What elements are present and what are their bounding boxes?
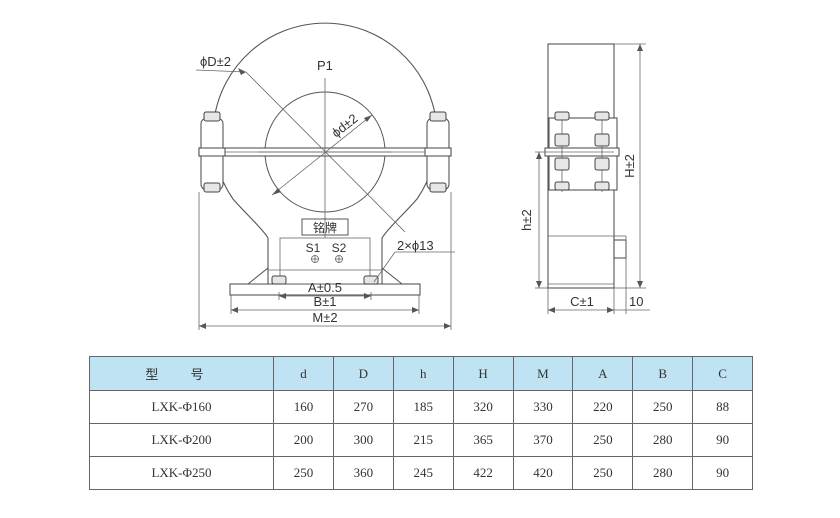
table-row: LXK-Φ200 200 300 215 365 370 250 280 90 (89, 423, 753, 457)
cell-C: 90 (692, 423, 753, 457)
dim-c-label: C±1 (570, 294, 594, 309)
cell-D: 360 (332, 456, 394, 490)
cell-model: LXK-Φ250 (89, 456, 274, 490)
table-header-row: 型 号 d D h H M A B C (89, 356, 753, 391)
table-row: LXK-Φ160 160 270 185 320 330 220 250 88 (89, 390, 753, 424)
dim-b-label: B±1 (313, 294, 336, 309)
nameplate-label: 铭牌 (313, 220, 337, 235)
cell-M: 370 (512, 423, 574, 457)
header-M: M (512, 356, 574, 391)
cell-H: 320 (452, 390, 514, 424)
header-D: D (332, 356, 394, 391)
cell-A: 250 (572, 423, 634, 457)
technical-drawing: 铭牌 S1 S2 ϕD±2 P1 ϕd±2 2×ϕ13 A±0.5 B± (195, 22, 650, 330)
outer-diameter-label: ϕD±2 (200, 54, 231, 69)
header-d: d (273, 356, 334, 391)
header-B: B (632, 356, 694, 391)
side-view: H±2 h±2 C±1 10 (519, 43, 650, 314)
nameplate (301, 218, 349, 236)
table-row: LXK-Φ250 250 360 245 422 420 250 280 90 (89, 456, 753, 490)
cell-D: 300 (332, 423, 394, 457)
cell-M: 330 (512, 390, 574, 424)
dim-h-small-label: h±2 (519, 209, 534, 231)
cell-h: 185 (392, 390, 454, 424)
side-terminal-box (613, 239, 627, 259)
p1-label: P1 (317, 58, 333, 73)
cell-d: 160 (273, 390, 334, 424)
header-h: h (392, 356, 454, 391)
bolt-icon (203, 111, 447, 285)
cell-H: 422 (452, 456, 514, 490)
cell-h: 245 (392, 456, 454, 490)
terminal-s1-label: S1 (306, 241, 321, 255)
cell-A: 250 (572, 456, 634, 490)
header-C: C (692, 356, 753, 391)
cell-C: 90 (692, 456, 753, 490)
cell-model: LXK-Φ200 (89, 423, 274, 457)
cell-d: 200 (273, 423, 334, 457)
header-A: A (572, 356, 634, 391)
front-view: 铭牌 S1 S2 ϕD±2 P1 ϕd±2 2×ϕ13 A±0.5 B± (195, 22, 455, 330)
cell-B: 280 (632, 456, 694, 490)
cell-C: 88 (692, 390, 753, 424)
dim-10-label: 10 (629, 294, 643, 309)
cell-B: 280 (632, 423, 694, 457)
cell-A: 220 (572, 390, 634, 424)
cell-h: 215 (392, 423, 454, 457)
dim-m-label: M±2 (312, 310, 337, 325)
header-H: H (452, 356, 514, 391)
cell-model: LXK-Φ160 (89, 390, 274, 424)
dim-a-label: A±0.5 (308, 280, 342, 295)
cell-M: 420 (512, 456, 574, 490)
terminal-icon (311, 255, 343, 263)
cell-d: 250 (273, 456, 334, 490)
inner-diameter-leader (271, 114, 373, 196)
holes-label: 2×ϕ13 (397, 238, 434, 253)
cell-D: 270 (332, 390, 394, 424)
header-model: 型 号 (89, 356, 274, 391)
cell-H: 365 (452, 423, 514, 457)
dim-h-large-label: H±2 (622, 154, 637, 178)
spec-table: 型 号 d D h H M A B C LXK-Φ160 160 270 185… (89, 356, 753, 490)
cell-B: 250 (632, 390, 694, 424)
terminal-s2-label: S2 (332, 241, 347, 255)
bolt-icon (554, 111, 610, 191)
